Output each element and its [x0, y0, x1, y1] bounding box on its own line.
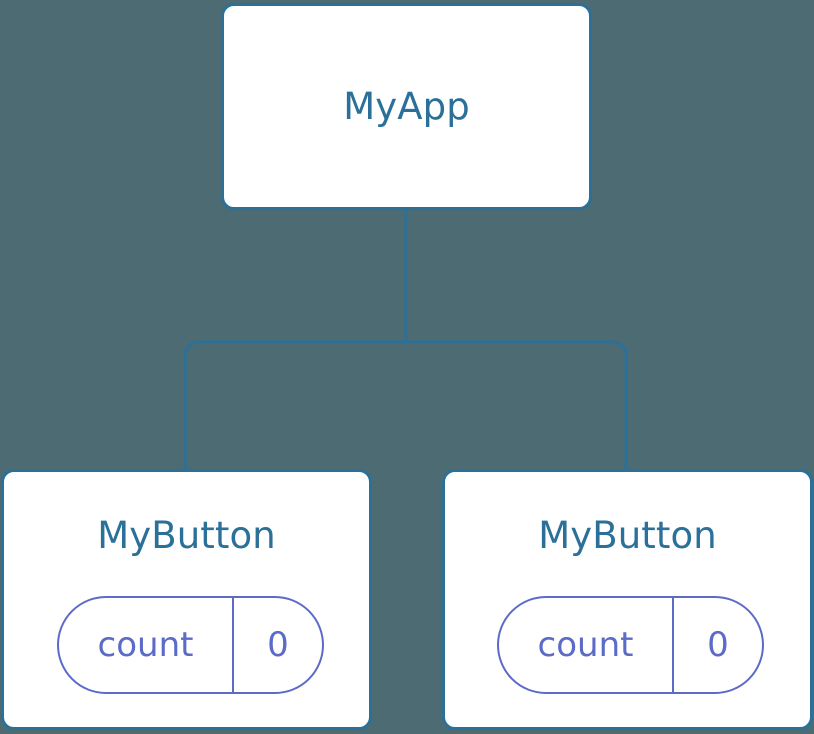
edge-root-to-child-1 [406, 340, 628, 470]
node-mybutton-0-label: MyButton [97, 514, 276, 557]
state-pill-key-0: count [59, 598, 234, 692]
state-pill-count-0[interactable]: count 0 [57, 596, 324, 694]
state-pill-key-1: count [499, 598, 674, 692]
node-myapp-label: MyApp [343, 85, 470, 128]
node-mybutton-0[interactable]: MyButton count 0 [1, 469, 372, 730]
state-pill-value-0: 0 [267, 625, 289, 665]
node-myapp[interactable]: MyApp [221, 3, 592, 210]
state-pill-count-1[interactable]: count 0 [497, 596, 764, 694]
node-mybutton-1[interactable]: MyButton count 0 [442, 469, 813, 730]
state-pill-value-1: 0 [707, 625, 729, 665]
edge-root-to-child-0 [183, 340, 406, 470]
node-mybutton-1-label: MyButton [538, 514, 717, 557]
